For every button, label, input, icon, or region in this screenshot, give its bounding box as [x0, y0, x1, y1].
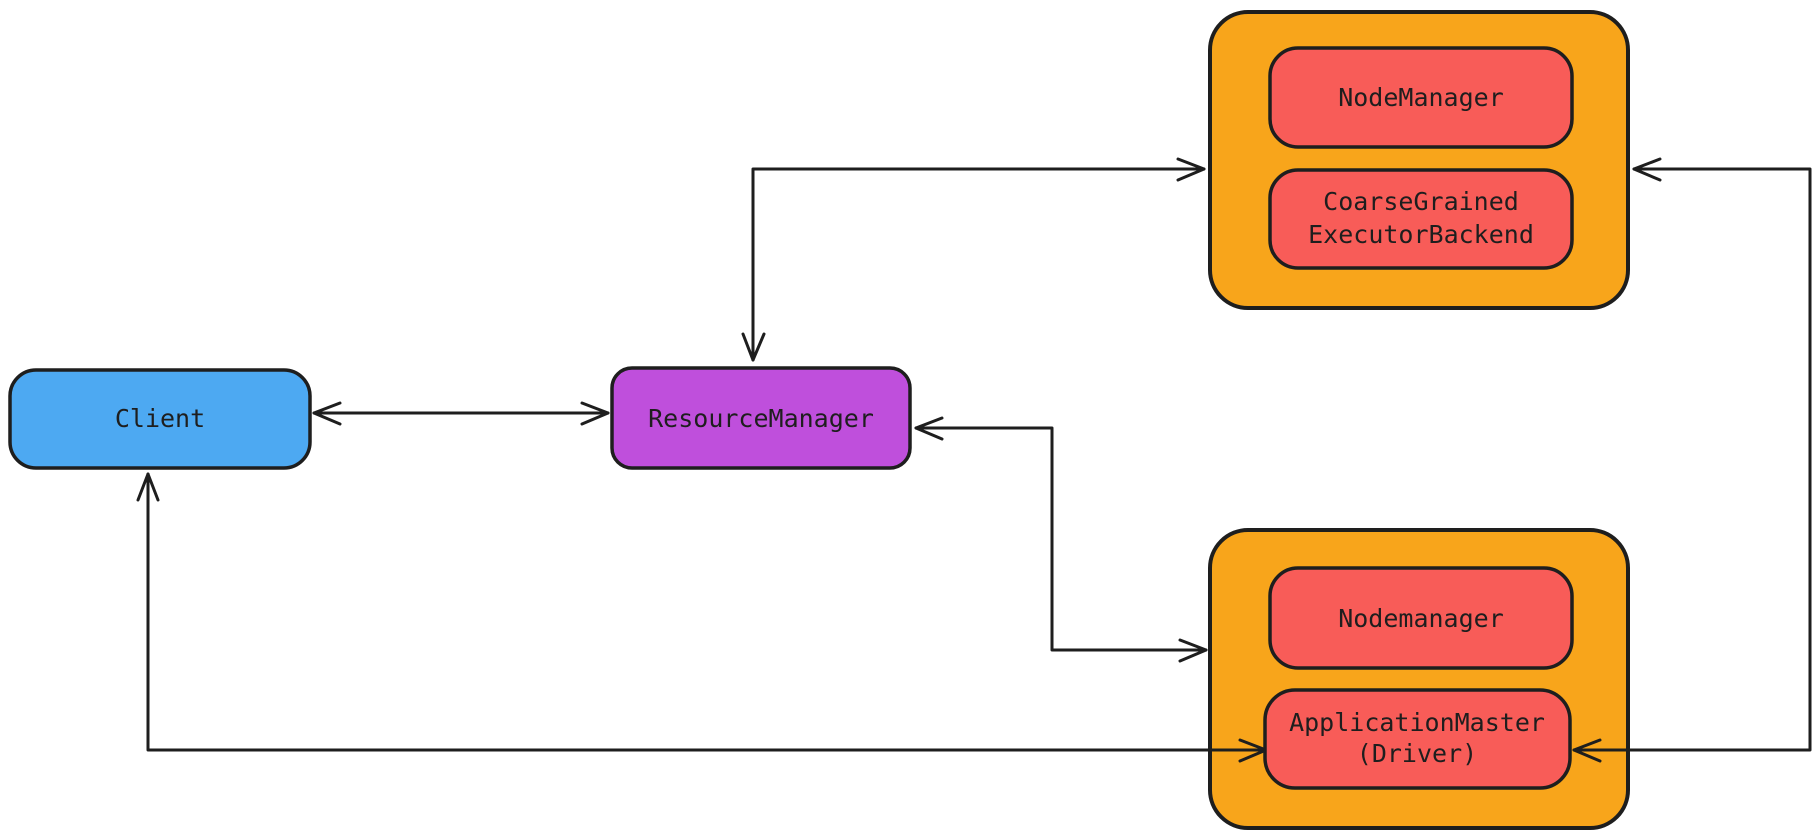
client-box — [8, 368, 312, 470]
edge-worker-top-application-master — [1572, 157, 1812, 763]
application-master-label-line2: (Driver) — [1357, 739, 1477, 768]
edge-resource-manager-worker-top — [741, 157, 1206, 362]
edge-client-resource-manager — [312, 401, 610, 426]
node-resource-manager: ResourceManager — [610, 366, 912, 470]
executor-backend-box — [1268, 168, 1574, 270]
edge-client-application-master — [136, 472, 1268, 763]
node-manager-bottom-label: Nodemanager — [1338, 604, 1504, 633]
node-application-master: ApplicationMaster (Driver) — [1263, 688, 1572, 790]
resource-manager-label: ResourceManager — [648, 404, 874, 433]
node-manager-top-box — [1268, 46, 1574, 149]
executor-backend-label-line1: CoarseGrained — [1323, 187, 1519, 216]
client-label: Client — [115, 404, 205, 433]
node-manager-top-label: NodeManager — [1338, 83, 1504, 112]
edge-resource-manager-worker-bottom — [914, 416, 1208, 663]
node-executor-backend: CoarseGrained ExecutorBackend — [1268, 168, 1574, 270]
application-master-label-line1: ApplicationMaster — [1289, 708, 1545, 737]
resource-manager-box — [610, 366, 912, 470]
node-client: Client — [8, 368, 312, 470]
executor-backend-label-line2: ExecutorBackend — [1308, 220, 1534, 249]
node-manager-bottom-box — [1268, 566, 1574, 670]
application-master-box — [1263, 688, 1572, 790]
node-node-manager-bottom: Nodemanager — [1268, 566, 1574, 670]
node-node-manager-top: NodeManager — [1268, 46, 1574, 149]
